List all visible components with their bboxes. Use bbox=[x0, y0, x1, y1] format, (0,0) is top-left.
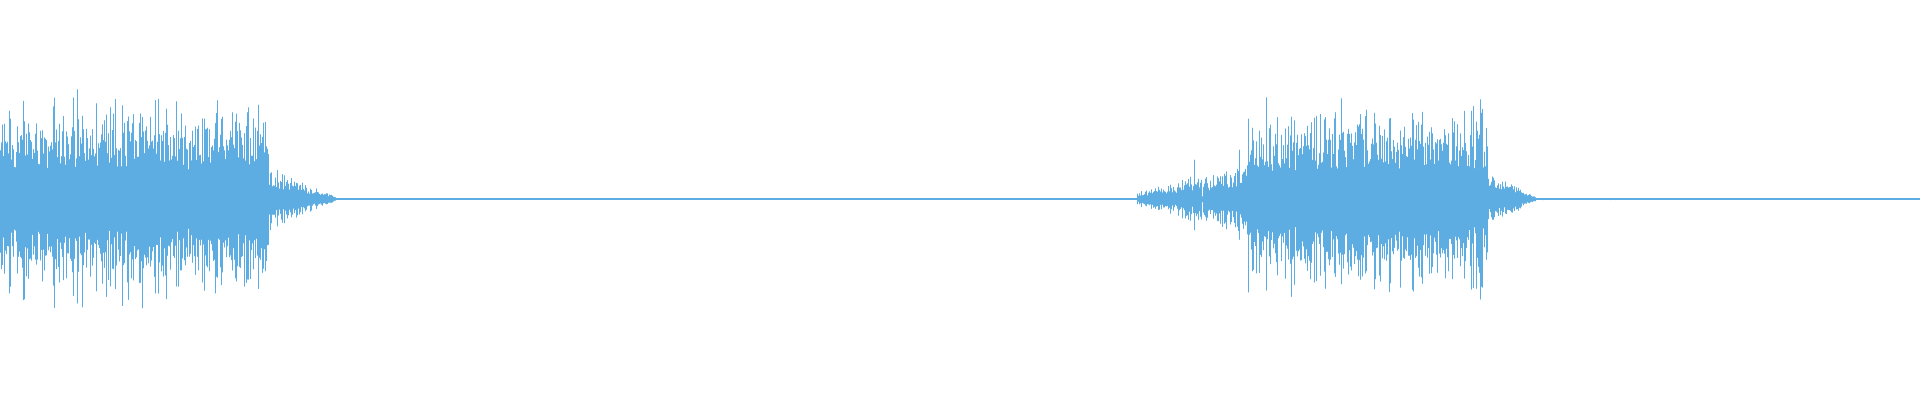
waveform-amplitude-path bbox=[0, 89, 1920, 309]
waveform-bars bbox=[0, 89, 1920, 309]
